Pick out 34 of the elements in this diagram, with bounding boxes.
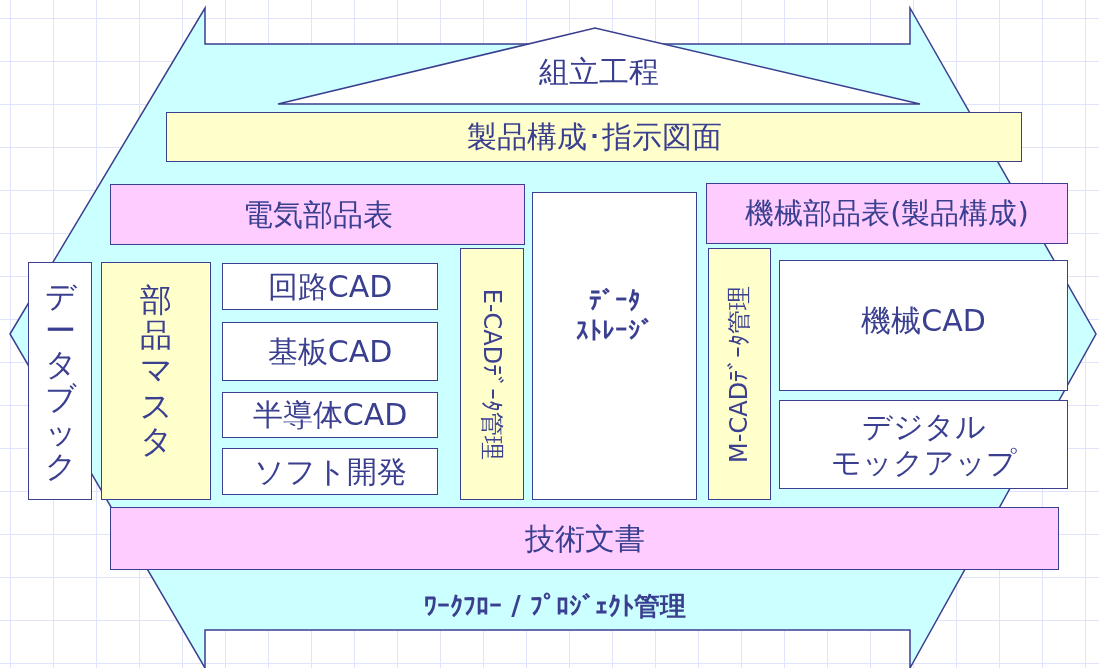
triangle-banner (278, 28, 920, 104)
process-box (222, 392, 438, 438)
process-box (779, 400, 1068, 489)
node-label: 技術文書 (524, 520, 645, 557)
process-band (706, 183, 1068, 244)
process-box (222, 263, 438, 310)
process-box (101, 262, 211, 500)
process-band (110, 184, 525, 245)
process-box (222, 322, 438, 381)
node-label: 機械部品表(製品構成) (745, 196, 1029, 231)
process-box (779, 260, 1068, 391)
node-label: ソフト開発 (253, 453, 407, 490)
node-label: デジタルモックアップ (830, 408, 1017, 481)
node-label: データブック (44, 278, 76, 484)
double-arrow-band (10, 8, 1096, 668)
process-box (460, 248, 524, 500)
node-label: 機械CAD (861, 302, 986, 339)
node-label: 部品マスタ (140, 283, 172, 459)
node-label: ﾃﾞｰﾀｽﾄﾚｰｼﾞ (575, 286, 654, 346)
process-box (532, 192, 697, 500)
process-band (166, 112, 1022, 162)
process-band (110, 507, 1059, 570)
process-box (222, 448, 438, 495)
node-label: 基板CAD (267, 333, 393, 370)
node-label: 電気部品表 (242, 196, 393, 233)
node-label: E-CADﾃﾞｰﾀ管理 (477, 288, 507, 460)
node-label: 半導体CAD (252, 397, 408, 433)
node-label: 製品構成･指示図面 (466, 119, 722, 155)
process-box (708, 248, 771, 500)
node-label: 組立工程 (539, 54, 659, 91)
node-label: M-CADﾃﾞｰﾀ管理 (725, 285, 754, 463)
node-label: 回路CAD (267, 268, 393, 305)
process-box (28, 262, 92, 500)
node-label: ﾜｰｸﾌﾛｰ / ﾌﾟﾛｼﾞｪｸﾄ管理 (424, 591, 686, 623)
